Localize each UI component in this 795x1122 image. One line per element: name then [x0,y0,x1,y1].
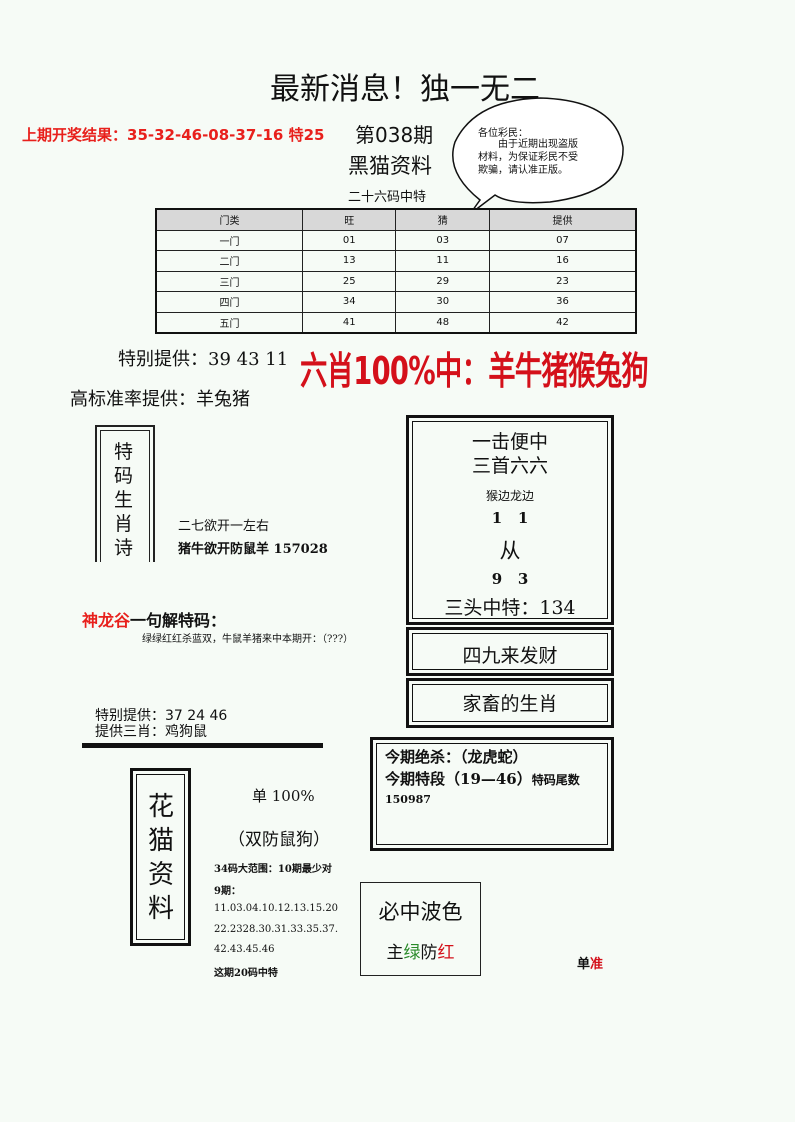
cell: 四门 [155,291,303,313]
cell: 41 [301,311,397,334]
red-label: 红 [437,943,455,963]
subtitle: 二十六码中特 [348,190,427,205]
col-header: 旺 [301,208,397,231]
speech-bubble [452,97,624,215]
cell: 03 [395,229,491,251]
wave-colors: 主绿防红 [360,938,481,963]
riddle-text: 绿绿红红杀蓝双，牛鼠羊猪来中本期开：（???） [142,634,354,645]
double-guard: （双防鼠狗） [228,830,330,850]
bubble-body: 由于近期出现盗版材料，为保证彩民不受欺骗，请认准正版。 [478,139,578,176]
single-100: 单 100% [252,787,315,805]
last-result: 上期开奖结果：35-32-46-08-37-16 特25 [22,126,325,144]
three-zodiac: 提供三肖：鸡狗鼠 [95,724,207,740]
special-offer-1: 特别提供：39 43 11 [118,349,289,370]
riddle-heading: 神龙谷一句解特码： [82,607,226,631]
three-heads-special: 三头中特：134 [444,597,576,619]
one-hit-title: 一击便中 [471,431,548,453]
fortune-text: 四九来发财 [462,645,558,667]
cell: 07 [489,229,637,251]
source-title: 黑猫资料 [348,154,432,178]
single-accurate: 单准 [577,953,603,972]
six-zodiac-banner: 六肖100%中：羊牛猪猴兔狗 [300,349,649,393]
cell: 五门 [155,311,303,334]
riddle-brand: 神龙谷 [82,611,131,630]
fortune-box [406,627,614,676]
one-hit-content: 一击便中 三首六六 猴边龙边 1 1 从 9 3 三头中特：134 [406,415,614,625]
riddle-title: 一句解特码： [130,611,227,630]
poem-line-2: 猪牛欲开防鼠羊 157028 [178,542,328,557]
single-char: 单 [577,957,591,972]
poem-inner-border [100,430,150,562]
kill-line-1: 今期绝杀：（龙虎蛇） [385,748,528,766]
range-footer: 这期20码中特 [214,968,278,979]
nums-2: 22.2328.30.31.33.35.37. [214,924,339,935]
divider [82,743,323,748]
bubble-greeting: 各位彩民： [478,128,528,139]
green-label: 绿 [403,943,421,963]
cell: 一门 [155,229,303,251]
cell: 二门 [155,250,303,272]
guard-label: 防 [420,943,438,963]
col-header: 提供 [489,208,637,231]
cell: 36 [489,291,637,313]
poem-title: 特码生肖诗 [114,441,134,559]
from-char: 从 [499,539,521,563]
nums-3: 42.43.45.46 [214,944,275,955]
cell: 16 [489,250,637,272]
range-2: 9期： [214,886,241,897]
monkey-dragon: 猴边龙边 [485,489,534,503]
digits-1: 1 1 [491,509,529,527]
kill-line-3: 150987 [385,793,431,806]
accurate-char: 准 [590,957,604,972]
cell: 11 [395,250,491,272]
nums-1: 11.03.04.10.12.13.15.20 [214,903,339,914]
livestock-text: 家畜的生肖 [462,693,558,715]
wave-box [360,882,481,976]
cell: 34 [301,291,397,313]
huamao-title: 花猫资料 [148,792,175,924]
cell: 29 [395,270,491,292]
cell: 42 [489,311,637,334]
digits-2: 9 3 [491,570,529,588]
cell: 48 [395,311,491,334]
high-standard: 高标准率提供：羊兔猪 [70,389,250,410]
livestock-box [406,678,614,728]
col-header: 猜 [395,208,491,231]
cell: 13 [301,250,397,272]
three-heads: 三首六六 [471,455,548,477]
kill-line-2: 今期特段（19—46）特码尾数 [385,768,580,789]
main-label: 主 [386,943,404,963]
range-1: 34码大范围：10期最少对 [214,864,332,875]
special-offer-2: 特别提供：37 24 46 [95,708,228,724]
special-range: 今期特段（19—46） [385,770,532,788]
col-header: 门类 [155,208,303,231]
cell: 23 [489,270,637,292]
wave-title: 必中波色 [378,900,463,924]
issue-number: 第038期 [355,123,434,147]
cell: 25 [301,270,397,292]
huamao-box [130,768,191,946]
poem-box [95,425,155,562]
cell: 30 [395,291,491,313]
kill-box [370,737,614,851]
page-title: 最新消息！独一无二 [270,72,540,107]
cell: 01 [301,229,397,251]
tail-label: 特码尾数 [531,773,580,787]
table-header: 门类旺猜提供 [155,208,637,231]
poem-line-1: 二七欲开一左右 [178,519,270,534]
one-hit-box [406,415,614,625]
cell: 三门 [155,270,303,292]
